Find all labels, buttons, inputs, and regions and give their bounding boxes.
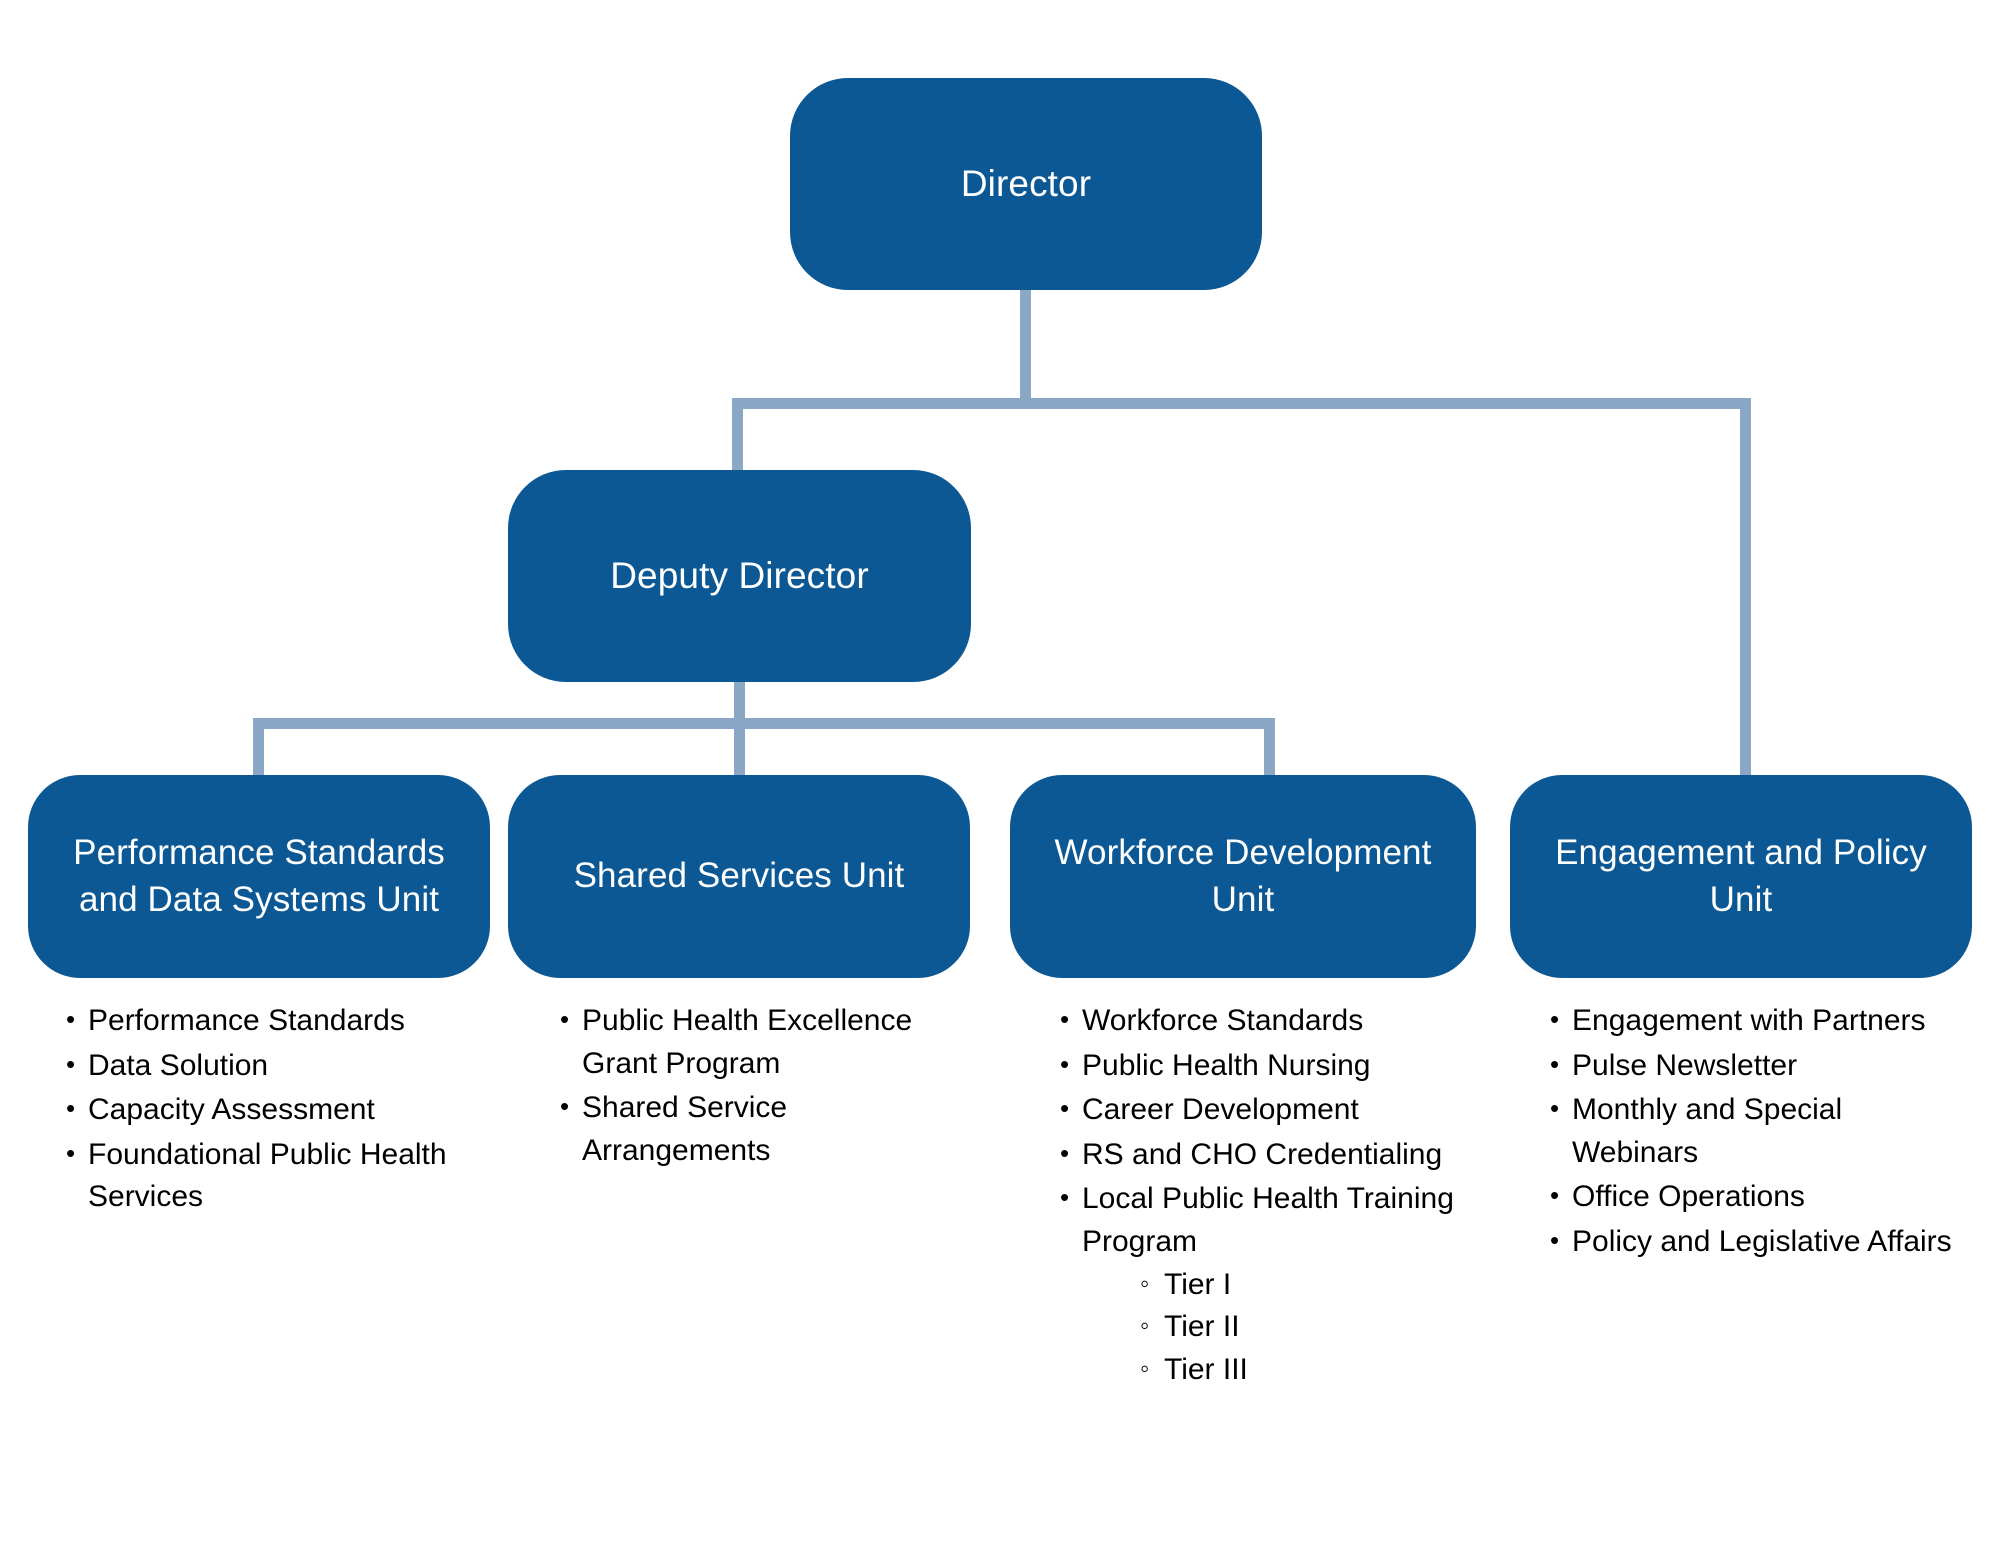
bullet-list: Engagement with Partners Pulse Newslette… xyxy=(1542,1000,1972,1264)
list-engagement-and-policy-unit: Engagement with Partners Pulse Newslette… xyxy=(1542,1000,1972,1266)
connector-deputy-to-shared-services-unit xyxy=(734,718,745,780)
bullet-list: Public Health Excellence Grant Program S… xyxy=(552,1000,952,1172)
list-item-label: Local Public Health Training Program xyxy=(1082,1182,1454,1258)
list-item: Local Public Health Training Program Tie… xyxy=(1052,1178,1472,1391)
connector-deputy-to-performance-standards-unit xyxy=(253,718,264,780)
list-item: Policy and Legislative Affairs xyxy=(1542,1221,1972,1264)
list-item: Public Health Nursing xyxy=(1052,1045,1472,1088)
bullet-list: Performance Standards Data Solution Capa… xyxy=(58,1000,478,1219)
list-item-label: Engagement with Partners xyxy=(1572,1004,1926,1037)
list-item-label: Data Solution xyxy=(88,1049,268,1082)
connector-deputy-to-workforce-development-unit xyxy=(1264,718,1275,780)
list-item-label: Pulse Newsletter xyxy=(1572,1049,1797,1082)
list-item-label: Public Health Excellence Grant Program xyxy=(582,1004,912,1080)
bullet-list: Workforce Standards Public Health Nursin… xyxy=(1052,1000,1472,1391)
node-engagement-and-policy-unit[interactable]: Engagement and Policy Unit xyxy=(1510,775,1972,978)
list-item-label: Foundational Public Health Services xyxy=(88,1138,447,1214)
sub-list-item: Tier II xyxy=(1134,1306,1472,1349)
list-shared-services-unit: Public Health Excellence Grant Program S… xyxy=(552,1000,952,1174)
list-item-label: Performance Standards xyxy=(88,1004,405,1037)
sub-list-item: Tier III xyxy=(1134,1349,1472,1392)
list-item-label: Public Health Nursing xyxy=(1082,1049,1370,1082)
list-item: RS and CHO Credentialing xyxy=(1052,1134,1472,1177)
connector-deputy-stem xyxy=(734,682,745,724)
sub-list-item: Tier I xyxy=(1134,1264,1472,1307)
list-item: Public Health Excellence Grant Program xyxy=(552,1000,952,1085)
node-unit-4-label: Engagement and Policy Unit xyxy=(1555,833,1927,919)
list-item: Performance Standards xyxy=(58,1000,478,1043)
node-director-label: Director xyxy=(960,163,1092,205)
sub-bullet-list: Tier I Tier II Tier III xyxy=(1082,1264,1472,1392)
connector-director-horizontal xyxy=(732,398,1751,409)
list-item-label: Capacity Assessment xyxy=(88,1093,375,1126)
connector-director-stem xyxy=(1020,290,1031,400)
node-deputy-director[interactable]: Deputy Director xyxy=(508,470,971,682)
node-unit-2-label: Shared Services Unit xyxy=(573,856,905,896)
list-item-label: Office Operations xyxy=(1572,1180,1805,1213)
connector-deputy-horizontal xyxy=(253,718,1275,729)
list-item: Foundational Public Health Services xyxy=(58,1134,478,1219)
list-workforce-development-unit: Workforce Standards Public Health Nursin… xyxy=(1052,1000,1472,1393)
node-deputy-director-label: Deputy Director xyxy=(610,555,869,597)
connector-director-to-deputy xyxy=(732,398,743,476)
node-workforce-development-unit[interactable]: Workforce Development Unit xyxy=(1010,775,1476,978)
list-item-label: Policy and Legislative Affairs xyxy=(1572,1225,1952,1258)
list-performance-standards-and-data-systems-unit: Performance Standards Data Solution Capa… xyxy=(58,1000,478,1221)
list-item: Monthly and Special Webinars xyxy=(1542,1089,1972,1174)
node-shared-services-unit[interactable]: Shared Services Unit xyxy=(508,775,970,978)
list-item-label: Shared Service Arrangements xyxy=(582,1091,787,1167)
list-item-label: Workforce Standards xyxy=(1082,1004,1363,1037)
connector-director-to-engagement-policy-unit xyxy=(1740,398,1751,780)
node-unit-1-label: Performance Standards and Data Systems U… xyxy=(73,833,445,919)
list-item: Pulse Newsletter xyxy=(1542,1045,1972,1088)
list-item-label: Monthly and Special Webinars xyxy=(1572,1093,1842,1169)
list-item: Data Solution xyxy=(58,1045,478,1088)
list-item: Engagement with Partners xyxy=(1542,1000,1972,1043)
list-item: Shared Service Arrangements xyxy=(552,1087,952,1172)
list-item: Workforce Standards xyxy=(1052,1000,1472,1043)
node-director[interactable]: Director xyxy=(790,78,1262,290)
node-performance-standards-and-data-systems-unit[interactable]: Performance Standards and Data Systems U… xyxy=(28,775,490,978)
node-unit-3-label: Workforce Development Unit xyxy=(1054,833,1432,919)
list-item: Career Development xyxy=(1052,1089,1472,1132)
list-item-label: Career Development xyxy=(1082,1093,1359,1126)
list-item-label: RS and CHO Credentialing xyxy=(1082,1138,1442,1171)
list-item: Office Operations xyxy=(1542,1176,1972,1219)
list-item: Capacity Assessment xyxy=(58,1089,478,1132)
